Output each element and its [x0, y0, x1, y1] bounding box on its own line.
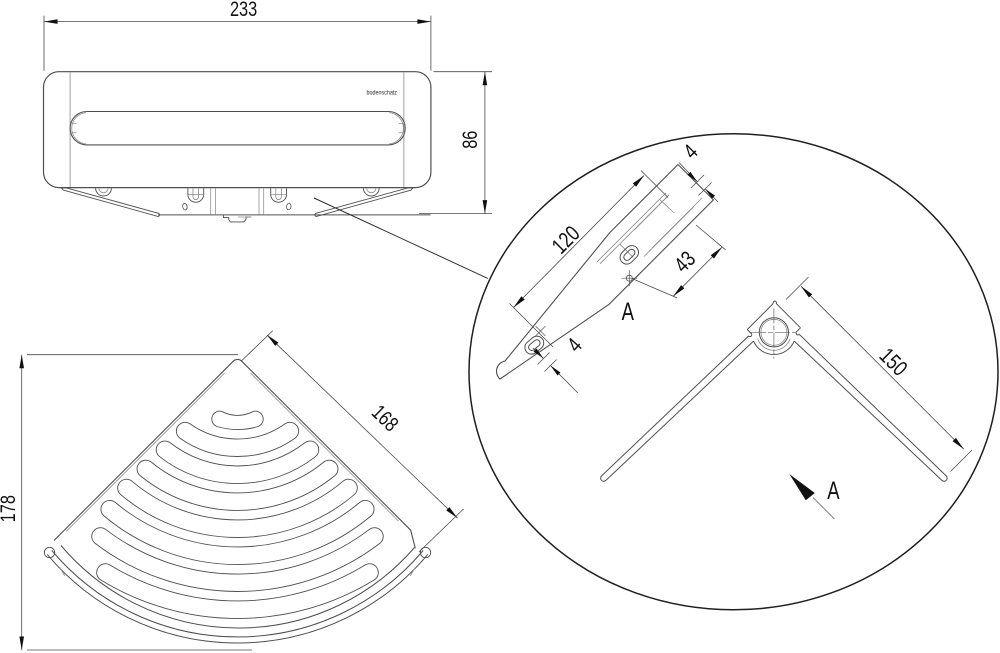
svg-text:233: 233: [230, 0, 257, 21]
svg-text:178: 178: [0, 495, 19, 522]
svg-text:bodenschatz: bodenschatz: [367, 89, 398, 96]
svg-text:86: 86: [458, 131, 481, 149]
svg-text:A: A: [827, 476, 840, 504]
svg-text:A: A: [622, 297, 635, 325]
